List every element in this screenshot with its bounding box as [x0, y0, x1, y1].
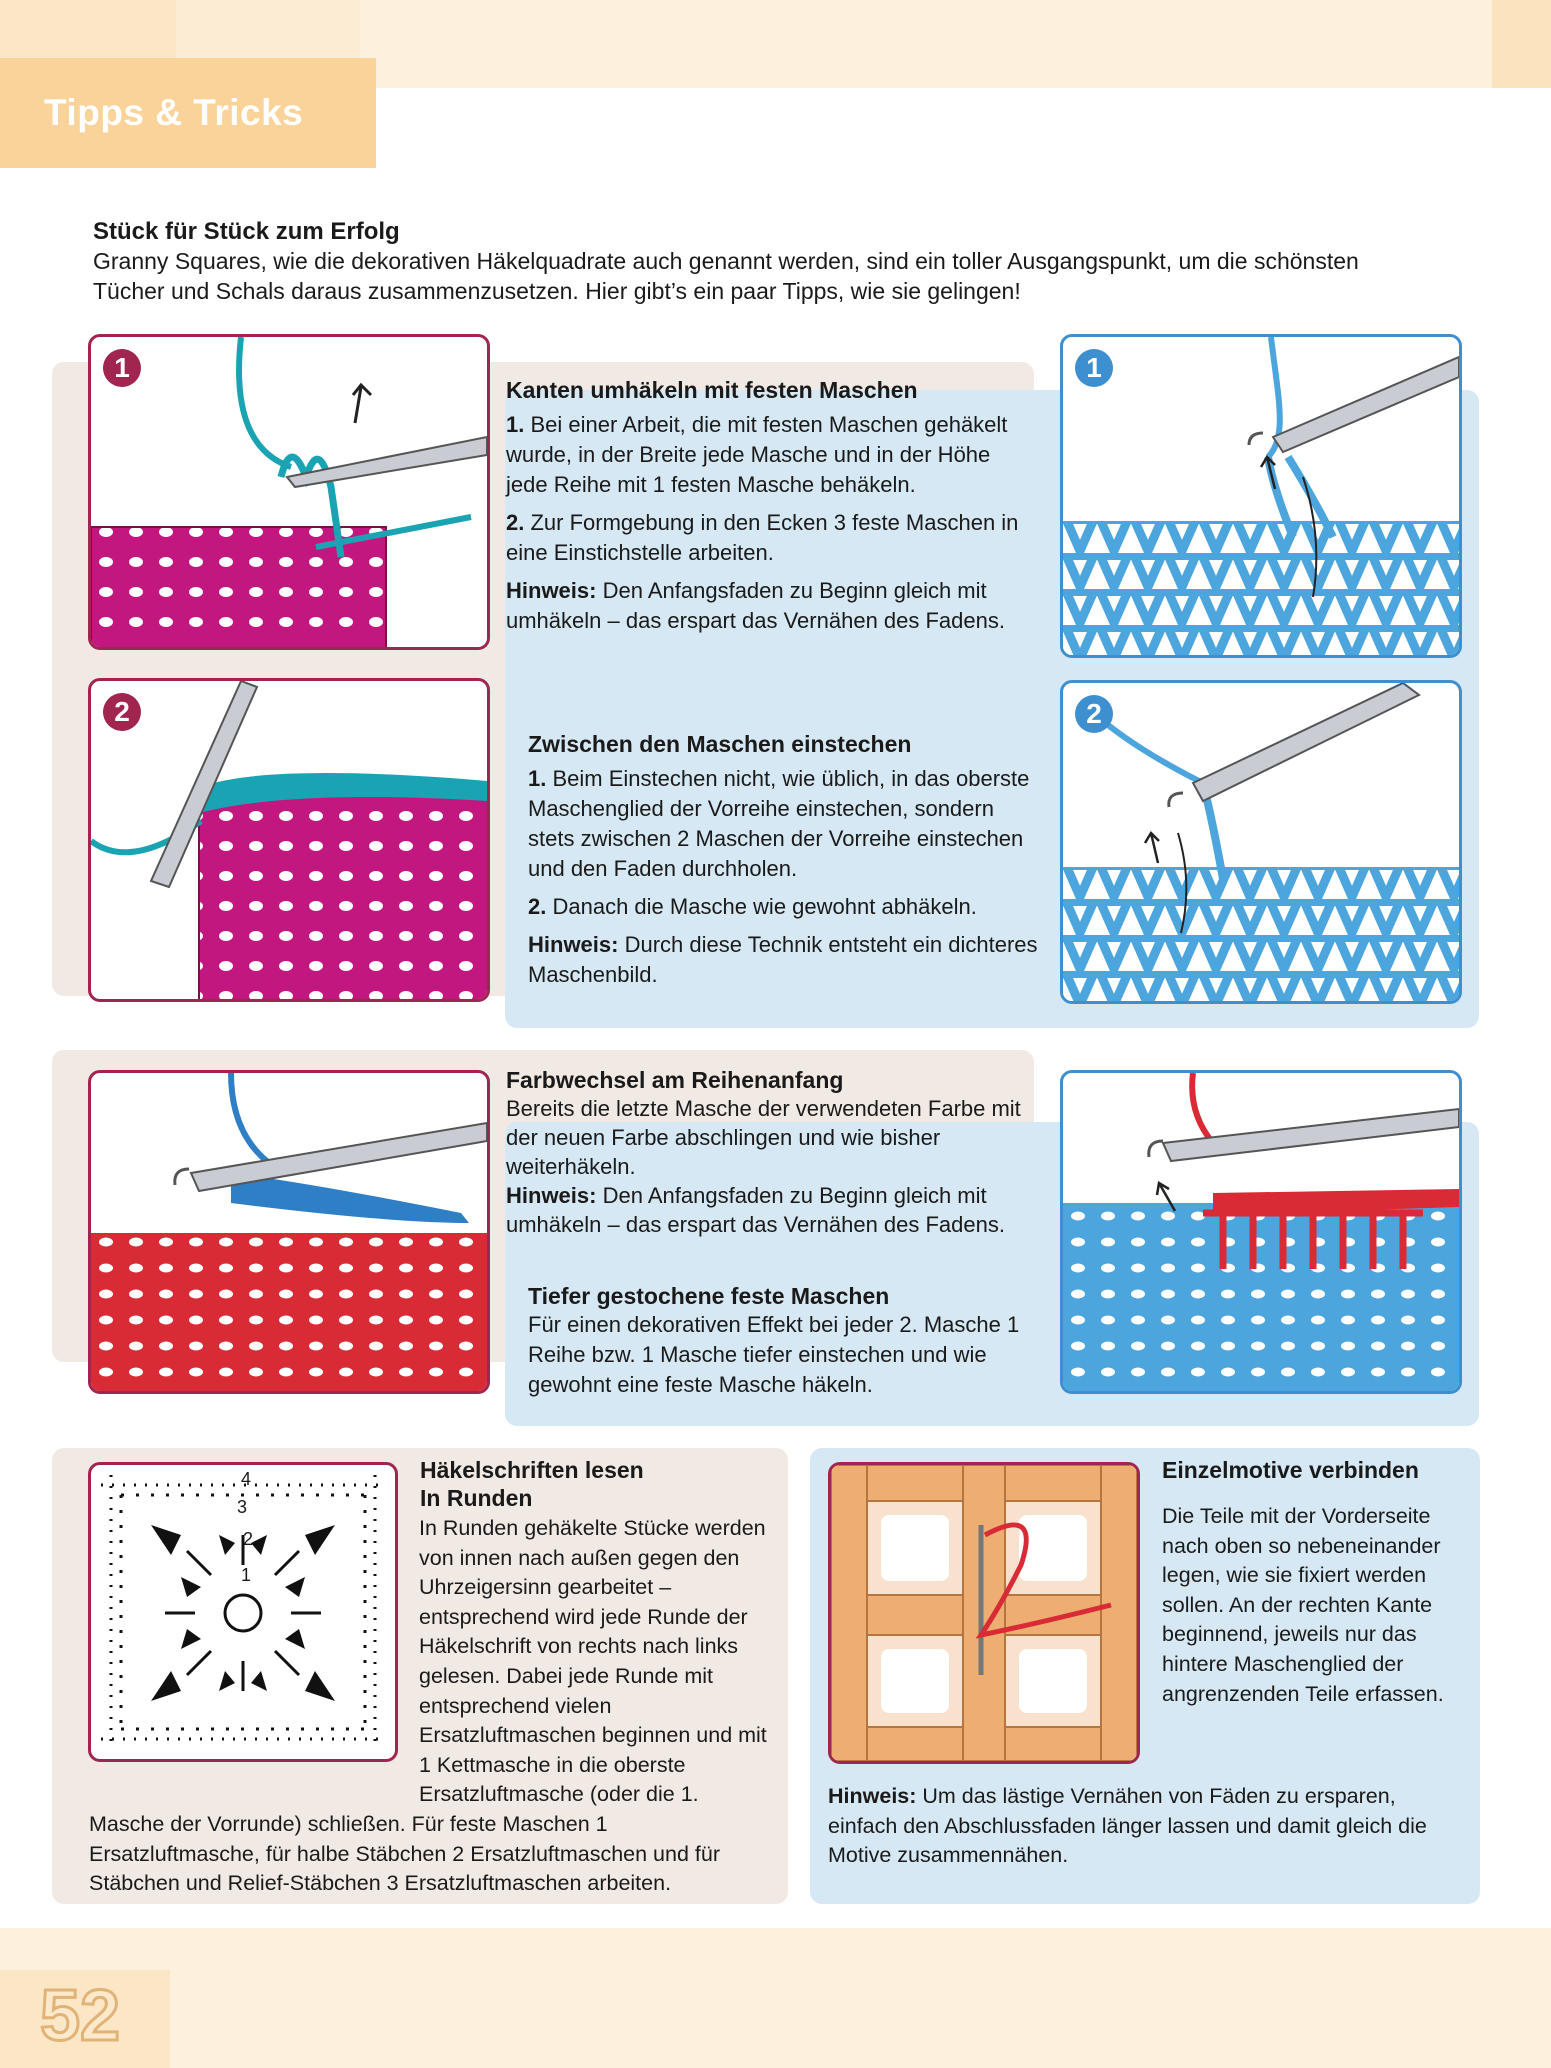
einzelmotive-body: Die Teile mit der Vorderseite nach oben …	[1162, 1504, 1444, 1706]
hint-label: Hinweis:	[828, 1784, 917, 1808]
round-label: 3	[237, 1497, 248, 1517]
header-corner	[1492, 0, 1551, 88]
crochet-illustration	[1063, 683, 1459, 1001]
tiefer-title: Tiefer gestochene feste Maschen	[528, 1283, 890, 1309]
tiefer-text: Tiefer gestochene feste Maschen Für eine…	[528, 1282, 1038, 1400]
zwischen-step2: Danach die Masche wie gewohnt abhäkeln.	[552, 894, 977, 919]
text-wrap-spacer	[89, 1514, 419, 1786]
farbwechsel-text: Farbwechsel am Reihenanfang Bereits die …	[506, 1066, 1026, 1239]
kanten-step1: Bei einer Arbeit, die mit festen Maschen…	[506, 412, 1008, 497]
illustration-zwischen-1: 1	[1060, 334, 1462, 658]
hint-label: Hinweis:	[528, 932, 619, 957]
zwischen-text: Zwischen den Maschen einstechen 1. Beim …	[528, 730, 1038, 998]
kanten-step2: Zur Formgebung in den Ecken 3 feste Masc…	[506, 510, 1019, 565]
crochet-illustration	[1063, 337, 1459, 655]
step-number: 1.	[506, 412, 525, 437]
einzelmotive-hint: Um das lästige Vernähen von Fäden zu ers…	[828, 1784, 1427, 1868]
farbwechsel-body: Bereits die letzte Masche der verwendete…	[506, 1096, 1021, 1179]
einzelmotive-text: Einzelmotive verbinden Die Teile mit der…	[1162, 1456, 1462, 1709]
crochet-chart	[101, 1475, 385, 1749]
haekelschriften-text: In Runden gehäkelte Stücke werden von in…	[89, 1514, 779, 1899]
illustration-einzelmotive	[828, 1462, 1140, 1764]
section-tab-label: Tipps & Tricks	[44, 92, 304, 133]
hint-label: Hinweis:	[506, 578, 597, 603]
round-label: 2	[243, 1529, 254, 1549]
footer-tab	[0, 1970, 170, 2068]
round-label: 1	[241, 1565, 252, 1585]
header-block	[0, 0, 176, 58]
step-badge-2: 2	[1075, 695, 1113, 733]
haekelschriften-title: Häkelschriften lesen	[420, 1457, 644, 1483]
step-number: 1.	[528, 766, 547, 791]
section-tab: Tipps & Tricks	[0, 58, 376, 168]
footer-band	[0, 1928, 1551, 2068]
illustration-zwischen-2: 2	[1060, 680, 1462, 1004]
einzelmotive-hint-block: Hinweis: Um das lästige Vernähen von Fäd…	[828, 1782, 1468, 1871]
haekelschriften-subtitle: In Runden	[420, 1485, 533, 1511]
crochet-chart-diagram: 1 2 3 4	[88, 1462, 398, 1762]
zwischen-title: Zwischen den Maschen einstechen	[528, 731, 912, 757]
step-badge-2: 2	[103, 693, 141, 731]
illustration-tiefer	[1060, 1070, 1462, 1394]
crochet-illustration	[1063, 1073, 1459, 1391]
kanten-text: Kanten umhäkeln mit festen Maschen 1. Be…	[506, 376, 1026, 644]
haekelschriften-body: In Runden gehäkelte Stücke werden von in…	[89, 1516, 767, 1896]
einzelmotive-title: Einzelmotive verbinden	[1162, 1457, 1419, 1483]
farbwechsel-hint: Den Anfangsfaden zu Beginn gleich mit um…	[506, 1183, 1005, 1237]
step-number: 2.	[528, 894, 547, 919]
illustration-farbwechsel	[88, 1070, 490, 1394]
farbwechsel-title: Farbwechsel am Reihenanfang	[506, 1067, 844, 1093]
step-badge-1: 1	[1075, 349, 1113, 387]
zwischen-hint: Durch diese Technik entsteht ein dichter…	[528, 932, 1038, 987]
page-number: 52	[38, 1975, 121, 2058]
tiefer-body: Für einen dekorativen Effekt bei jeder 2…	[528, 1312, 1020, 1397]
illustration-kanten-2: 2	[88, 678, 490, 1002]
zwischen-step1: Beim Einstechen nicht, wie üblich, in da…	[528, 766, 1030, 881]
crochet-illustration	[91, 337, 487, 647]
intro-title: Stück für Stück zum Erfolg	[93, 218, 400, 245]
hint-label: Hinweis:	[506, 1183, 597, 1208]
illustration-kanten-1: 1	[88, 334, 490, 650]
header-block	[176, 0, 360, 58]
step-badge-1: 1	[103, 349, 141, 387]
kanten-hint: Den Anfangsfaden zu Beginn gleich mit um…	[506, 578, 1005, 633]
crochet-illustration	[831, 1465, 1137, 1761]
crochet-illustration	[91, 681, 487, 999]
haekelschriften-heading: Häkelschriften lesen In Runden	[420, 1456, 780, 1512]
intro-text: Granny Squares, wie die dekorativen Häke…	[93, 248, 1359, 304]
kanten-title: Kanten umhäkeln mit festen Maschen	[506, 377, 918, 403]
crochet-illustration	[91, 1073, 487, 1391]
round-label: 4	[241, 1469, 252, 1489]
step-number: 2.	[506, 510, 525, 535]
